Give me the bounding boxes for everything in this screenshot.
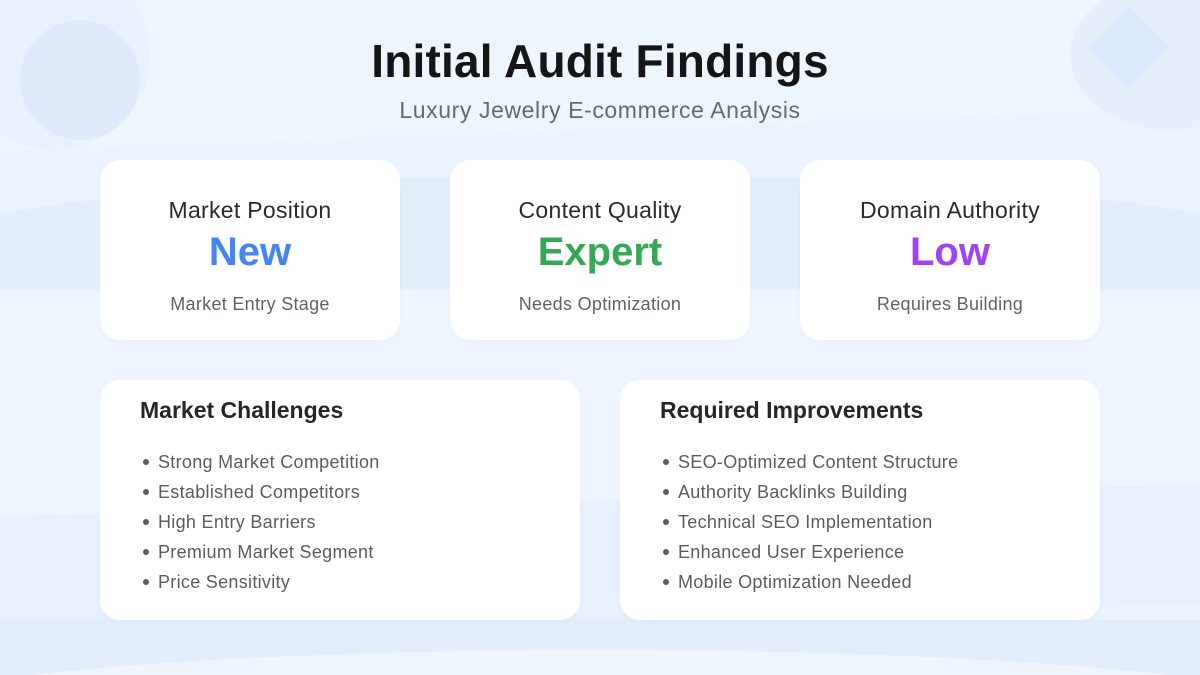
stat-label: Market Position: [168, 197, 332, 223]
list-item: Mobile Optimization Needed: [660, 567, 958, 597]
list-item: SEO-Optimized Content Structure: [660, 447, 958, 477]
card-heading: Market Challenges: [140, 397, 344, 423]
page-title: Initial Audit Findings: [371, 35, 829, 87]
list-item-text: Strong Market Competition: [158, 451, 380, 472]
list-item-text: Enhanced User Experience: [678, 541, 905, 562]
list-item: High Entry Barriers: [140, 507, 380, 537]
list-item: Established Competitors: [140, 477, 380, 507]
stat-card-content-quality: Content Quality Expert Needs Optimizatio…: [450, 160, 750, 340]
stat-card-domain-authority: Domain Authority Low Requires Building: [800, 160, 1100, 340]
list-item-text: Authority Backlinks Building: [678, 481, 908, 502]
list-item-text: High Entry Barriers: [158, 511, 316, 532]
bullet-icon: [663, 459, 669, 465]
list-item: Technical SEO Implementation: [660, 507, 958, 537]
list-item: Enhanced User Experience: [660, 537, 958, 567]
decorative-circle-shape: [20, 20, 140, 140]
bullet-icon: [663, 579, 669, 585]
bullet-icon: [663, 549, 669, 555]
stat-value: New: [208, 230, 292, 274]
list-item-text: Premium Market Segment: [158, 541, 374, 562]
bullet-icon: [143, 459, 149, 465]
stat-card-market-position: Market Position New Market Entry Stage: [100, 160, 400, 340]
list-item-text: Mobile Optimization Needed: [678, 571, 912, 592]
list-item-text: Established Competitors: [158, 481, 360, 502]
card-heading: Required Improvements: [660, 397, 924, 423]
improvements-list: SEO-Optimized Content Structure Authorit…: [660, 447, 958, 597]
bullet-icon: [143, 549, 149, 555]
list-item: Strong Market Competition: [140, 447, 380, 477]
stat-note: Requires Building: [876, 294, 1024, 314]
bullet-icon: [663, 519, 669, 525]
list-item: Premium Market Segment: [140, 537, 380, 567]
bullet-icon: [663, 489, 669, 495]
list-item: Authority Backlinks Building: [660, 477, 958, 507]
list-item-text: Technical SEO Implementation: [678, 511, 933, 532]
stat-value: Expert: [537, 230, 663, 274]
required-improvements-card: Required Improvements SEO-Optimized Cont…: [620, 380, 1100, 620]
stat-value: Low: [910, 230, 990, 274]
stat-note: Needs Optimization: [518, 294, 682, 314]
list-item-text: SEO-Optimized Content Structure: [678, 451, 959, 472]
stat-label: Domain Authority: [860, 197, 1040, 223]
challenges-list: Strong Market Competition Established Co…: [140, 447, 380, 597]
list-item: Price Sensitivity: [140, 567, 380, 597]
list-item-text: Price Sensitivity: [158, 571, 291, 592]
market-challenges-card: Market Challenges Strong Market Competit…: [100, 380, 580, 620]
bullet-icon: [143, 489, 149, 495]
stat-note: Market Entry Stage: [170, 294, 330, 314]
stat-label: Content Quality: [518, 197, 682, 223]
page-subtitle: Luxury Jewelry E-commerce Analysis: [399, 97, 801, 123]
bullet-icon: [143, 519, 149, 525]
bullet-icon: [143, 579, 149, 585]
